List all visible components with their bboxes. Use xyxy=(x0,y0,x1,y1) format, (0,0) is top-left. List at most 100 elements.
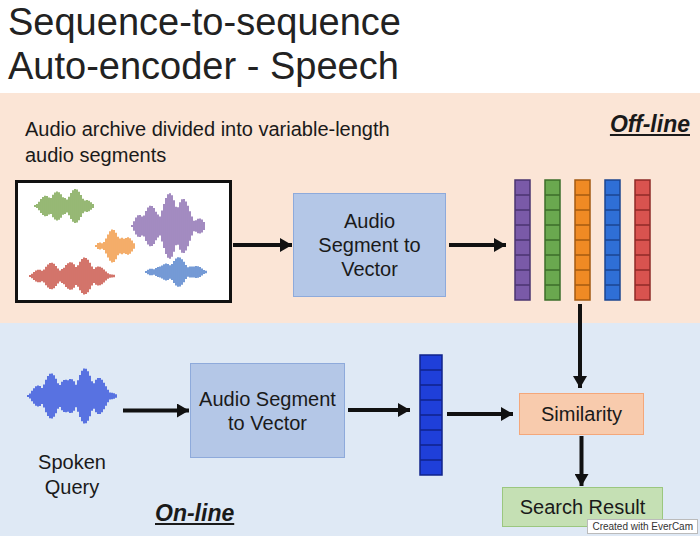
spoken-query: Spoken Query xyxy=(22,362,122,500)
wave-stroke xyxy=(67,380,68,411)
wave-stroke xyxy=(89,263,90,289)
wave-stroke xyxy=(64,198,65,214)
wave-stroke xyxy=(109,274,110,277)
vector-cell-line xyxy=(420,369,442,371)
wave-stroke xyxy=(103,383,104,410)
wave-stroke xyxy=(95,267,96,285)
wave-stroke xyxy=(161,210,162,241)
similarity-box: Similarity xyxy=(519,393,644,435)
wave-stroke xyxy=(83,258,84,295)
wave-stroke xyxy=(87,371,88,420)
wave-stroke xyxy=(117,237,118,255)
vector-cell-line xyxy=(545,209,560,211)
wave-stroke xyxy=(51,263,52,289)
wave-stroke xyxy=(177,257,178,286)
wave-stroke xyxy=(49,263,50,289)
wave-stroke xyxy=(171,264,172,280)
wave-stroke xyxy=(175,207,176,245)
wave-stroke xyxy=(69,379,70,413)
wave-stroke xyxy=(47,376,48,416)
wave-stroke xyxy=(55,266,56,286)
wave-stroke xyxy=(79,375,80,417)
wave-stroke xyxy=(107,273,108,278)
wave-stroke xyxy=(161,266,162,279)
wave-stroke xyxy=(84,201,85,212)
wave-stroke xyxy=(37,270,38,283)
arrow-connector xyxy=(123,409,189,413)
wave-stroke xyxy=(133,243,134,248)
vector-cell-line xyxy=(420,384,442,386)
wave-stroke xyxy=(63,268,64,285)
wave-stroke xyxy=(85,258,86,294)
wave-stroke xyxy=(199,219,200,234)
wave-stroke xyxy=(76,190,77,223)
wave-stroke xyxy=(93,269,94,283)
wave-stroke xyxy=(159,266,160,277)
wave-stroke xyxy=(179,202,180,250)
wave-stroke xyxy=(155,212,156,241)
wave-stroke xyxy=(49,374,50,418)
wave-stroke xyxy=(46,196,47,216)
wave-stroke xyxy=(187,206,188,246)
wave-stroke xyxy=(203,270,204,274)
archive-image-fill xyxy=(15,180,232,303)
wave-stroke xyxy=(75,385,76,407)
wave-stroke xyxy=(195,220,196,232)
vector-cell-line xyxy=(635,224,650,226)
vector-cell-line xyxy=(545,239,560,241)
wave-stroke xyxy=(197,219,198,233)
wave-stroke xyxy=(135,218,136,235)
wave-stroke xyxy=(113,393,114,398)
wave-stroke xyxy=(97,243,98,249)
wave-stroke xyxy=(109,393,110,400)
wave-stroke xyxy=(151,269,152,275)
wave-stroke xyxy=(36,204,37,208)
wave-stroke xyxy=(119,238,120,253)
wave-stroke xyxy=(187,267,188,276)
vector-cell-line xyxy=(635,239,650,241)
wave-stroke xyxy=(80,195,81,217)
wave-stroke xyxy=(37,385,38,406)
arrow xyxy=(449,243,506,247)
wave-stroke xyxy=(149,269,150,275)
vector-cell-line xyxy=(635,209,650,211)
vector-cell-line xyxy=(515,284,530,286)
offline-band-fill xyxy=(0,93,700,323)
wave-stroke xyxy=(131,225,132,227)
wave-stroke xyxy=(73,381,74,410)
wave-stroke xyxy=(99,242,100,249)
wave-stroke xyxy=(109,231,110,261)
wave-stroke xyxy=(83,369,84,424)
wave-stroke xyxy=(165,264,166,281)
vector-cell-line xyxy=(605,284,620,286)
wave-stroke xyxy=(147,270,148,274)
wave-stroke xyxy=(72,190,73,221)
watermark: Created with EverCam xyxy=(587,519,698,534)
wave-stroke xyxy=(159,217,160,236)
vector-cell-line xyxy=(635,284,650,286)
wave-stroke xyxy=(40,199,41,213)
wave-stroke xyxy=(113,230,114,262)
wave-stroke xyxy=(137,215,138,236)
wave-stroke xyxy=(103,242,104,250)
wave-stroke xyxy=(43,269,44,282)
wave-stroke xyxy=(193,221,194,232)
vector-cell-line xyxy=(545,224,560,226)
wave-stroke xyxy=(169,265,170,278)
wave-stroke xyxy=(53,264,54,288)
offline-band: Audio archive divided into variable-leng… xyxy=(0,93,700,323)
wave-stroke xyxy=(39,270,40,282)
vector-cell-line xyxy=(545,254,560,256)
wave-stroke xyxy=(195,266,196,278)
mode-label: On-line xyxy=(155,500,234,527)
vector-cell-line xyxy=(575,254,590,256)
wave-stroke xyxy=(54,193,55,220)
vector-cell-line xyxy=(605,254,620,256)
wave-stroke xyxy=(81,259,82,293)
wave-stroke xyxy=(95,245,96,247)
online-band-fill xyxy=(0,323,700,536)
wave-stroke xyxy=(199,267,200,277)
wave-stroke xyxy=(101,268,102,284)
wave-stroke xyxy=(51,374,52,419)
wave-stroke xyxy=(55,379,56,414)
